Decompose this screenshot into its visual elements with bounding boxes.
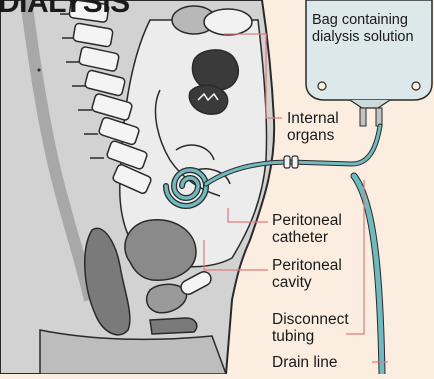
diagram-title: DIALYSIS [0, 0, 130, 20]
disconnect-tubing-label-line1: Disconnect [272, 311, 349, 328]
peritoneal-catheter-label-line2: catheter [272, 229, 342, 246]
peritoneal-cavity-label-line2: cavity [272, 274, 342, 291]
peritoneal-catheter-label: Peritoneal catheter [272, 212, 342, 246]
peritoneal-catheter-label-line1: Peritoneal [272, 212, 342, 229]
peritoneal-cavity-label-line1: Peritoneal [272, 257, 342, 274]
internal-organs-label: Internal organs [287, 110, 339, 144]
dot-mark [38, 69, 41, 72]
internal-organs-label-line2: organs [287, 127, 339, 144]
bag-label-line2: dialysis solution [312, 29, 432, 46]
internal-organs-label-line1: Internal [287, 110, 339, 127]
bag-label: Bag containing dialysis solution [312, 12, 432, 46]
bag-label-line1: Bag containing [312, 12, 432, 29]
disconnect-tubing-label: Disconnect tubing [272, 311, 349, 345]
drain-line-label: Drain line [272, 354, 337, 371]
peritoneal-cavity-label: Peritoneal cavity [272, 257, 342, 291]
disconnect-tubing-label-line2: tubing [272, 328, 349, 345]
